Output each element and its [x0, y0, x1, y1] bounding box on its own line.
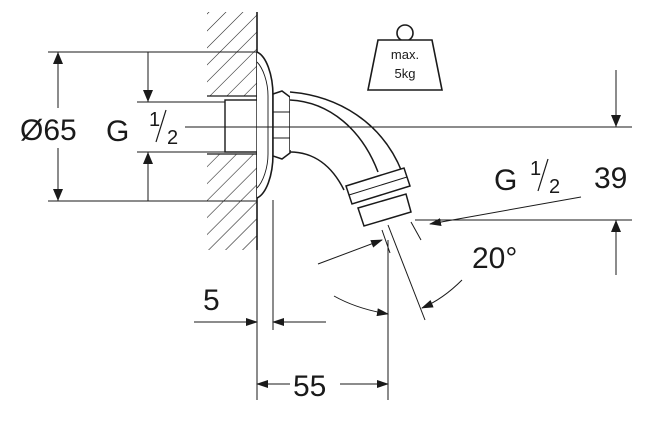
outlet-collar: [345, 167, 412, 227]
height-label: 39: [594, 162, 627, 195]
thickness-label: 5: [203, 284, 220, 317]
diameter-dimension: Ø65: [18, 52, 98, 201]
weight-icon: max. 5kg: [367, 24, 443, 91]
inlet-thread-prefix: G: [106, 115, 129, 148]
reference-lines: [48, 51, 632, 400]
diameter-label: Ø65: [20, 114, 77, 147]
shower-arm-elbow: [289, 91, 410, 191]
projection-dimension: 55: [256, 370, 389, 403]
height-dimension: 39: [594, 70, 627, 275]
projection-label: 55: [293, 370, 326, 403]
outlet-thread-numerator: 1: [530, 158, 541, 180]
outlet-thread-dimension: G 1 2: [317, 158, 582, 265]
outlet-thread-prefix: G: [494, 164, 517, 197]
inlet-thread-numerator: 1: [149, 109, 160, 131]
weight-value-label: 5kg: [395, 66, 416, 81]
outlet-thread-denominator: 2: [549, 176, 560, 198]
inlet-thread-dimension: G 1 2: [105, 52, 185, 201]
hex-nut: [272, 90, 291, 160]
weight-max-label: max.: [391, 47, 419, 62]
angle-label: 20°: [472, 242, 517, 275]
thickness-dimension: 5: [194, 284, 326, 326]
wall-flange: [256, 51, 274, 199]
inlet-thread-denominator: 2: [167, 127, 178, 149]
inlet-nipple: [224, 99, 258, 153]
angle-dimension: 20°: [333, 242, 517, 317]
